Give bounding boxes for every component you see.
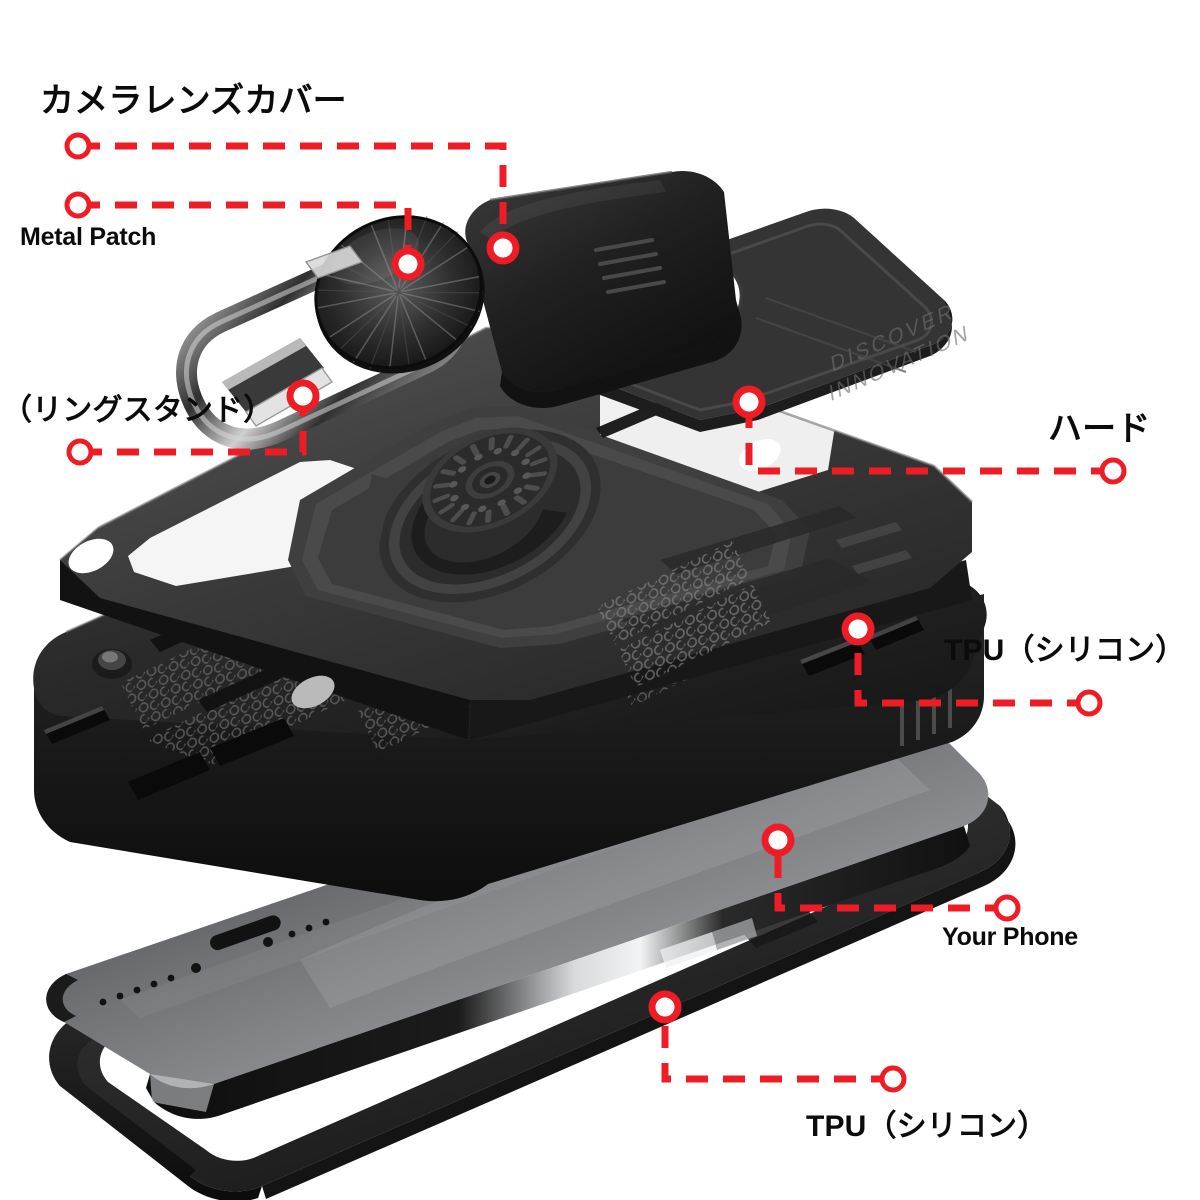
marker-camera-lens-cover bbox=[64, 132, 92, 160]
marker-tpu-lower bbox=[879, 1065, 907, 1093]
anchor-metal-patch bbox=[391, 247, 425, 281]
callout-leaders bbox=[78, 142, 1113, 1083]
anchor-camera-lens-cover bbox=[486, 231, 520, 265]
callout-label-tpu-lower: TPU（シリコン） bbox=[806, 1110, 1048, 1143]
marker-ring-stand bbox=[66, 438, 94, 466]
anchor-hard-shell bbox=[732, 385, 766, 419]
callout-label-your-phone: Your Phone bbox=[942, 923, 1078, 951]
marker-metal-patch bbox=[64, 191, 92, 219]
anchor-tpu-lower bbox=[648, 990, 682, 1024]
anchor-ring-stand bbox=[286, 379, 320, 413]
leader-hard-shell bbox=[745, 402, 1113, 475]
leader-tpu-upper bbox=[854, 629, 1089, 707]
leader-ring-stand bbox=[80, 396, 307, 456]
marker-tpu-upper bbox=[1075, 689, 1103, 717]
callout-label-hard-shell: ハード bbox=[1048, 410, 1151, 448]
marker-hard-shell bbox=[1099, 457, 1127, 485]
anchor-your-phone bbox=[761, 823, 795, 857]
leader-your-phone bbox=[774, 840, 1007, 912]
callout-label-tpu-upper: TPU（シリコン） bbox=[944, 634, 1186, 667]
marker-your-phone bbox=[993, 894, 1021, 922]
anchor-tpu-upper bbox=[841, 612, 875, 646]
part-ring-kickstand bbox=[176, 215, 485, 450]
callout-product-anchors bbox=[286, 231, 875, 1024]
callout-label-ring-stand: （リングスタンド） bbox=[2, 394, 274, 427]
callout-label-markers bbox=[64, 132, 1127, 1093]
callout-label-metal-patch: Metal Patch bbox=[20, 223, 157, 251]
part-camera-slider-assembly: DISCOVER INNOVATION bbox=[465, 170, 971, 432]
leader-tpu-lower bbox=[661, 1007, 893, 1083]
callout-label-camera-lens-cover: カメラレンズカバー bbox=[40, 82, 347, 120]
leader-camera-lens-cover bbox=[78, 142, 507, 248]
tpu-boss-left bbox=[92, 649, 132, 679]
part-camera-slider-cover bbox=[465, 170, 742, 408]
